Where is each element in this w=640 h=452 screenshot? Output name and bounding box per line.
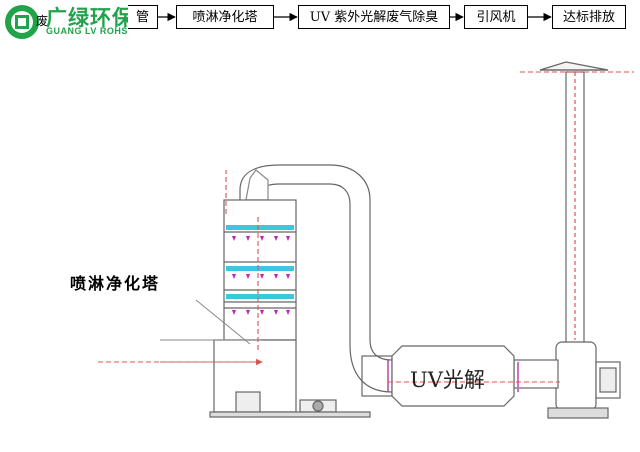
packing-band-3 <box>226 294 294 299</box>
spray-tower <box>209 199 371 418</box>
induced-fan <box>513 341 621 419</box>
company-logo: 废 广绿环保 GUANG LV ROHS <box>2 2 160 42</box>
uv-unit-label: UV光解 <box>410 368 485 392</box>
connecting-duct <box>239 164 393 393</box>
exhaust-chimney <box>539 61 609 345</box>
logo-emblem-icon <box>5 5 39 39</box>
packing-band-2 <box>226 266 294 271</box>
first-box-prefix: 废 <box>36 14 49 28</box>
packing-band-1 <box>226 225 294 230</box>
tower-callout-label: 喷淋净化塔 <box>70 274 161 293</box>
uv-unit <box>361 345 519 407</box>
flow-step-fan: 引风机 <box>464 5 528 29</box>
flow-step-tower: 喷淋净化塔 <box>176 5 274 29</box>
logo-name: 广绿环保 <box>46 6 134 30</box>
flow-step-duct: 管 <box>128 5 158 29</box>
flow-step-uv: UV 紫外光解废气除臭 <box>298 5 450 29</box>
gas-flow-path <box>98 71 634 383</box>
flow-step-exhaust: 达标排放 <box>552 5 626 29</box>
spray-nozzles <box>232 236 290 315</box>
logo-english: GUANG LV ROHS <box>46 26 128 36</box>
